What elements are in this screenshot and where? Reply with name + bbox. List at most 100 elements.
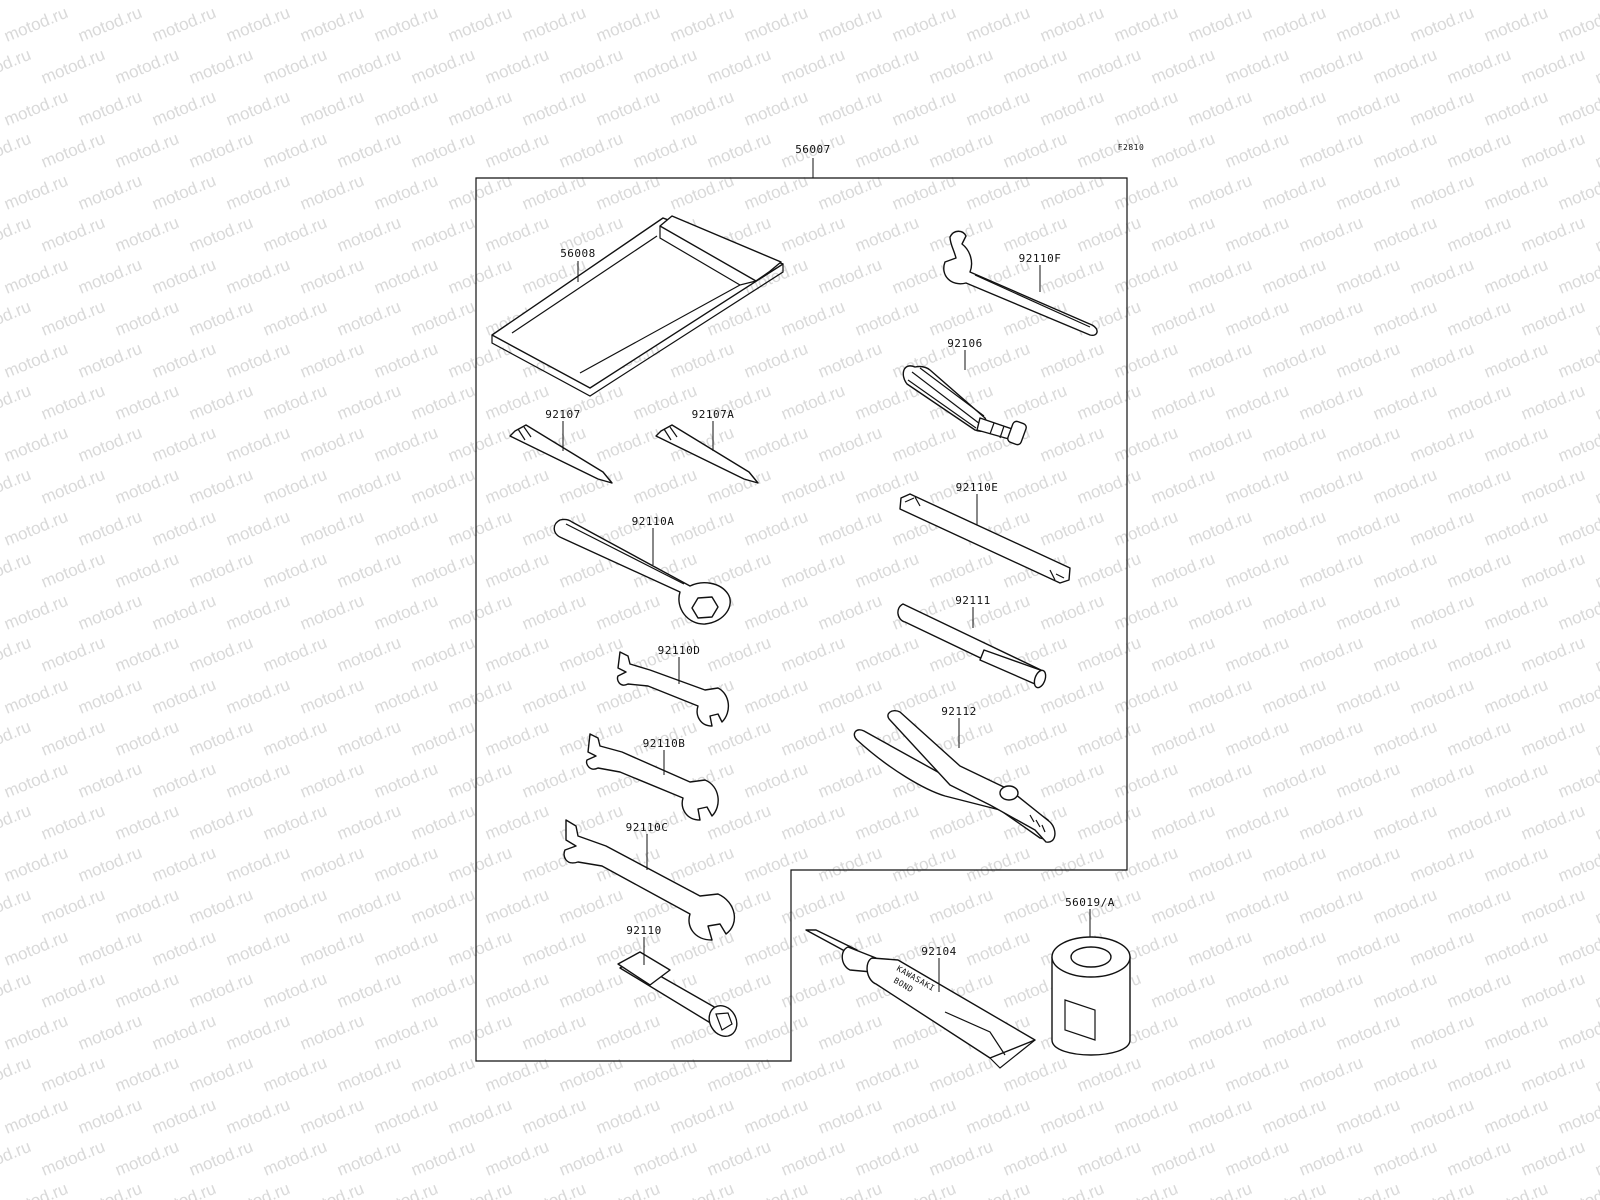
watermark-text: motod.ru bbox=[112, 885, 181, 928]
watermark-text: motod.ru bbox=[260, 45, 329, 88]
watermark-text: motod.ru bbox=[556, 1137, 625, 1180]
watermark-text: motod.ru bbox=[149, 507, 218, 550]
watermark-text: motod.ru bbox=[1222, 885, 1291, 928]
watermark-text: motod.ru bbox=[889, 171, 958, 214]
watermark-text: motod.ru bbox=[1481, 171, 1550, 214]
watermark-text: motod.ru bbox=[1592, 0, 1600, 4]
watermark-text: motod.ru bbox=[1296, 297, 1365, 340]
watermark-text: motod.ru bbox=[852, 885, 921, 928]
watermark-text: motod.ru bbox=[1444, 297, 1513, 340]
watermark-text: motod.ru bbox=[223, 87, 292, 130]
watermark-text: motod.ru bbox=[1407, 1179, 1476, 1200]
watermark-text: motod.ru bbox=[0, 129, 34, 172]
watermark-text: motod.ru bbox=[1296, 549, 1365, 592]
part-label-92110F: 92110F bbox=[1019, 252, 1062, 265]
open-wrench-c bbox=[563, 819, 736, 941]
watermark-text: motod.ru bbox=[38, 633, 107, 676]
watermark-text: motod.ru bbox=[75, 339, 144, 382]
watermark-text: motod.ru bbox=[963, 843, 1032, 886]
watermark-text: motod.ru bbox=[334, 129, 403, 172]
part-label-92104: 92104 bbox=[921, 945, 957, 958]
watermark-text: motod.ru bbox=[852, 45, 921, 88]
watermark-text: motod.ru bbox=[963, 87, 1032, 130]
watermark-text: motod.ru bbox=[0, 1053, 34, 1096]
watermark-text: motod.ru bbox=[75, 591, 144, 634]
watermark-text: motod.ru bbox=[1481, 1179, 1550, 1200]
kit-label: 56007 bbox=[795, 143, 831, 156]
watermark-text: motod.ru bbox=[371, 759, 440, 802]
watermark-text: motod.ru bbox=[0, 549, 34, 592]
watermark-text: motod.ru bbox=[593, 3, 662, 46]
watermark-text: motod.ru bbox=[334, 0, 403, 4]
watermark-text: motod.ru bbox=[1259, 591, 1328, 634]
watermark-text: motod.ru bbox=[741, 843, 810, 886]
watermark-text: motod.ru bbox=[1000, 0, 1069, 4]
watermark-text: motod.ru bbox=[1259, 507, 1328, 550]
watermark-text: motod.ru bbox=[926, 1053, 995, 1096]
watermark-text: motod.ru bbox=[852, 633, 921, 676]
watermark-text: motod.ru bbox=[704, 969, 773, 1012]
watermark-text: motod.ru bbox=[1555, 507, 1600, 550]
watermark-text: motod.ru bbox=[482, 885, 551, 928]
watermark-text: motod.ru bbox=[38, 0, 107, 4]
watermark-text: motod.ru bbox=[371, 3, 440, 46]
watermark-text: motod.ru bbox=[519, 3, 588, 46]
watermark-text: motod.ru bbox=[75, 927, 144, 970]
watermark-text: motod.ru bbox=[1407, 1095, 1476, 1138]
watermark-text: motod.ru bbox=[297, 1179, 366, 1200]
watermark-text: motod.ru bbox=[1592, 381, 1600, 424]
watermark-text: motod.ru bbox=[1481, 1011, 1550, 1054]
watermark-text: motod.ru bbox=[1370, 549, 1439, 592]
watermark-text: motod.ru bbox=[852, 129, 921, 172]
watermark-text: motod.ru bbox=[186, 969, 255, 1012]
watermark-text: motod.ru bbox=[1111, 843, 1180, 886]
watermark-text: motod.ru bbox=[112, 1053, 181, 1096]
watermark-text: motod.ru bbox=[1037, 3, 1106, 46]
watermark-text: motod.ru bbox=[371, 675, 440, 718]
watermark-text: motod.ru bbox=[0, 213, 34, 256]
watermark-text: motod.ru bbox=[1407, 3, 1476, 46]
watermark-text: motod.ru bbox=[334, 297, 403, 340]
watermark-text: motod.ru bbox=[334, 801, 403, 844]
watermark-text: motod.ru bbox=[223, 591, 292, 634]
watermark-text: motod.ru bbox=[889, 1179, 958, 1200]
watermark-text: motod.ru bbox=[1555, 675, 1600, 718]
watermark-text: motod.ru bbox=[0, 45, 34, 88]
watermark-text: motod.ru bbox=[1296, 129, 1365, 172]
watermark-text: motod.ru bbox=[1333, 339, 1402, 382]
watermark-text: motod.ru bbox=[1333, 759, 1402, 802]
watermark-text: motod.ru bbox=[926, 885, 995, 928]
watermark-text: motod.ru bbox=[112, 1137, 181, 1180]
watermark-text: motod.ru bbox=[1555, 1179, 1600, 1200]
watermark-text: motod.ru bbox=[223, 843, 292, 886]
watermark-text: motod.ru bbox=[556, 0, 625, 4]
watermark-text: motod.ru bbox=[1296, 381, 1365, 424]
watermark-text: motod.ru bbox=[926, 549, 995, 592]
watermark-text: motod.ru bbox=[778, 969, 847, 1012]
watermark-text: motod.ru bbox=[371, 507, 440, 550]
watermark-text: motod.ru bbox=[260, 297, 329, 340]
watermark-text: motod.ru bbox=[371, 843, 440, 886]
watermark-text: motod.ru bbox=[926, 0, 995, 4]
watermark-text: motod.ru bbox=[297, 843, 366, 886]
watermark-text: motod.ru bbox=[815, 423, 884, 466]
watermark-text: motod.ru bbox=[1111, 3, 1180, 46]
watermark-text: motod.ru bbox=[1185, 87, 1254, 130]
watermark-text: motod.ru bbox=[1296, 0, 1365, 4]
watermark-text: motod.ru bbox=[38, 297, 107, 340]
watermark-text: motod.ru bbox=[1481, 255, 1550, 298]
watermark-text: motod.ru bbox=[1333, 87, 1402, 130]
watermark-text: motod.ru bbox=[1111, 339, 1180, 382]
watermark-text: motod.ru bbox=[1185, 507, 1254, 550]
watermark-text: motod.ru bbox=[1296, 1137, 1365, 1180]
watermark-text: motod.ru bbox=[371, 1179, 440, 1200]
watermark-text: motod.ru bbox=[1444, 549, 1513, 592]
watermark-text: motod.ru bbox=[741, 171, 810, 214]
watermark-text: motod.ru bbox=[1518, 297, 1587, 340]
watermark-text: motod.ru bbox=[445, 339, 514, 382]
watermark-text: motod.ru bbox=[815, 675, 884, 718]
watermark-text: motod.ru bbox=[1333, 3, 1402, 46]
watermark-text: motod.ru bbox=[1222, 213, 1291, 256]
watermark-text: motod.ru bbox=[1370, 129, 1439, 172]
watermark-text: motod.ru bbox=[1148, 1137, 1217, 1180]
